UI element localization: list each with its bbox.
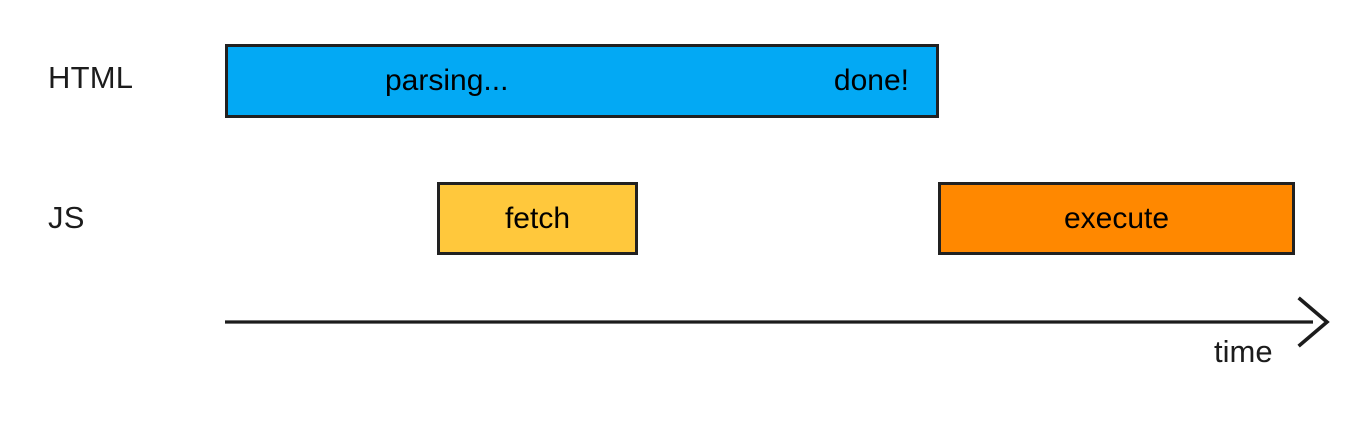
block-label-execute: execute <box>1063 201 1170 235</box>
time-axis-arrowhead <box>1297 296 1330 348</box>
block-label-done: done! <box>833 64 909 97</box>
time-axis-label: time <box>1214 334 1273 369</box>
timeline-block-execute: execute <box>938 182 1295 255</box>
block-label-parsing: parsing... <box>385 64 509 97</box>
block-label-fetch: fetch <box>504 201 571 235</box>
time-axis-arrow <box>225 296 1330 348</box>
row-label-html: HTML <box>48 60 134 95</box>
row-label-js: JS <box>48 200 85 235</box>
timeline-block-fetch: fetch <box>437 182 638 255</box>
timeline-block-parsing: parsing... done! <box>225 44 939 118</box>
